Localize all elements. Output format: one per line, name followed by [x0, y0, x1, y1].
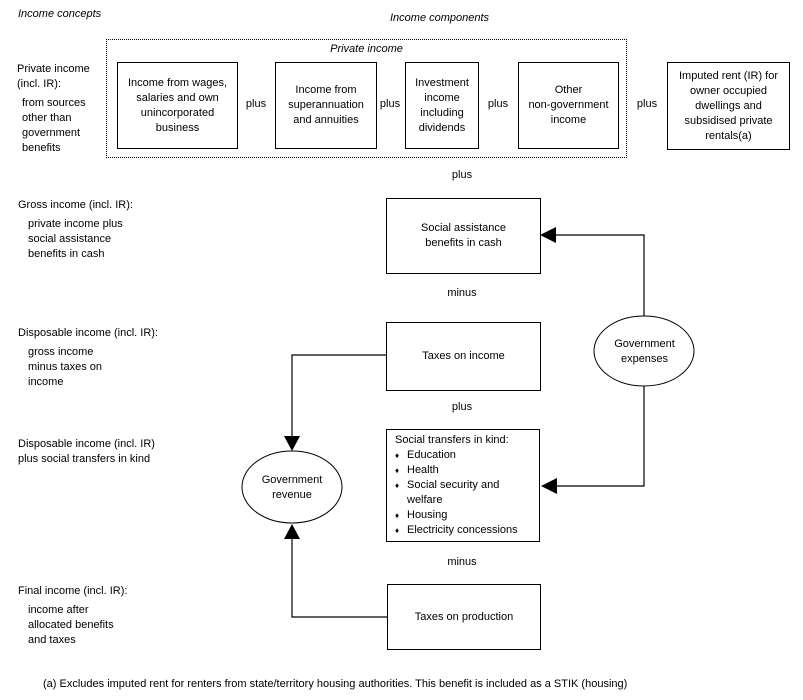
- stik-item-housing-label: Housing: [407, 509, 448, 521]
- diamond-bullet-icon: ♦: [395, 451, 400, 460]
- government-expenses-ellipse: [593, 315, 695, 387]
- box-taxes-on-income-label: Taxes on income: [422, 350, 505, 362]
- concept-gross-income-body: private income plus social assistance be…: [28, 218, 123, 260]
- private-income-group-outline: Private income: [106, 39, 627, 158]
- box-taxes-on-production-label: Taxes on production: [414, 610, 514, 623]
- arrowhead-into-stik: [541, 478, 557, 494]
- diamond-bullet-icon: ♦: [395, 466, 400, 475]
- stik-item-social-security: ♦ Social security and welfare: [393, 478, 539, 508]
- connector-taxes-production-to-revenue: [291, 537, 388, 618]
- arrowhead-into-social-assistance: [540, 227, 556, 243]
- concept-disposable-income: Disposable income (incl. IR): gross inco…: [18, 326, 158, 390]
- operator-plus-4: plus: [636, 98, 658, 110]
- concept-disposable-income-body: gross income minus taxes on income: [28, 346, 102, 388]
- box-income-from-superannuation: Income from superannuation and annuities: [275, 62, 377, 149]
- stik-item-health-label: Health: [407, 464, 439, 476]
- box-taxes-on-production: Taxes on production: [387, 584, 541, 650]
- concept-private-income: Private income (incl. IR): from sources …: [17, 62, 90, 156]
- box-investment-income-label: Investment income including dividends: [415, 76, 469, 134]
- concept-final-income: Final income (incl. IR): income after al…: [18, 584, 127, 648]
- footnote: (a) Excludes imputed rent for renters fr…: [43, 678, 628, 690]
- operator-minus-1: minus: [447, 287, 477, 299]
- income-components-header: Income components: [390, 12, 490, 24]
- box-other-non-government-income: Other non-government income: [518, 62, 619, 149]
- stik-item-education: ♦ Education: [393, 448, 539, 463]
- operator-minus-2: minus: [447, 556, 477, 568]
- stik-item-electricity-label: Electricity concessions: [407, 524, 518, 536]
- connector-taxes-income-to-revenue: [291, 354, 387, 438]
- concept-private-income-title: Private income (incl. IR):: [17, 63, 90, 90]
- concept-gross-income-title: Gross income (incl. IR):: [18, 199, 133, 211]
- box-other-non-government-income-label: Other non-government income: [528, 84, 609, 126]
- arrowhead-into-revenue-bottom: [284, 524, 300, 539]
- box-income-from-superannuation-label: Income from superannuation and annuities: [288, 84, 364, 126]
- box-social-transfers-in-kind: Social transfers in kind: ♦ Education ♦ …: [386, 429, 540, 542]
- stik-item-electricity: ♦ Electricity concessions: [393, 523, 539, 538]
- stik-heading: Social transfers in kind:: [395, 434, 509, 446]
- connector-expenses-to-social-assistance: [556, 234, 645, 316]
- operator-plus-3: plus: [487, 98, 509, 110]
- box-taxes-on-income: Taxes on income: [386, 322, 541, 391]
- operator-plus-2: plus: [379, 98, 401, 110]
- government-revenue-ellipse: [241, 450, 343, 524]
- concept-final-income-title: Final income (incl. IR):: [18, 585, 128, 597]
- box-income-from-wages-label: Income from wages, salaries and own unin…: [127, 76, 228, 134]
- box-investment-income: Investment income including dividends: [405, 62, 479, 149]
- operator-plus-main: plus: [451, 169, 473, 181]
- connector-expenses-to-stik: [557, 386, 645, 487]
- concept-final-income-body: income after allocated benefits and taxe…: [28, 604, 114, 646]
- stik-item-housing: ♦ Housing: [393, 508, 539, 523]
- concept-disposable-plus-stik-title: Disposable income (incl. IR) plus social…: [18, 438, 155, 465]
- concept-disposable-plus-stik: Disposable income (incl. IR) plus social…: [18, 437, 155, 467]
- box-imputed-rent: Imputed rent (IR) for owner occupied dwe…: [667, 62, 790, 150]
- diamond-bullet-icon: ♦: [395, 481, 400, 490]
- operator-plus-5: plus: [451, 401, 473, 413]
- private-income-group-label: Private income: [330, 43, 403, 55]
- box-social-assistance: Social assistance benefits in cash: [386, 198, 541, 274]
- income-concepts-header: Income concepts: [18, 8, 102, 20]
- stik-item-health: ♦ Health: [393, 463, 539, 478]
- box-social-assistance-label: Social assistance benefits in cash: [421, 222, 506, 249]
- diamond-bullet-icon: ♦: [395, 511, 400, 520]
- operator-plus-1: plus: [245, 98, 267, 110]
- concept-gross-income: Gross income (incl. IR): private income …: [18, 198, 133, 262]
- concept-private-income-body: from sources other than government benef…: [22, 97, 86, 154]
- concept-disposable-income-title: Disposable income (incl. IR):: [18, 327, 158, 339]
- government-expenses-label: Government expenses: [614, 337, 675, 365]
- government-revenue-label: Government revenue: [261, 473, 323, 501]
- box-imputed-rent-label: Imputed rent (IR) for owner occupied dwe…: [678, 69, 779, 142]
- diamond-bullet-icon: ♦: [395, 526, 400, 535]
- arrowhead-into-revenue-top: [284, 436, 300, 451]
- stik-item-social-security-label: Social security and welfare: [407, 479, 500, 506]
- stik-item-education-label: Education: [407, 449, 456, 461]
- box-income-from-wages: Income from wages, salaries and own unin…: [117, 62, 238, 149]
